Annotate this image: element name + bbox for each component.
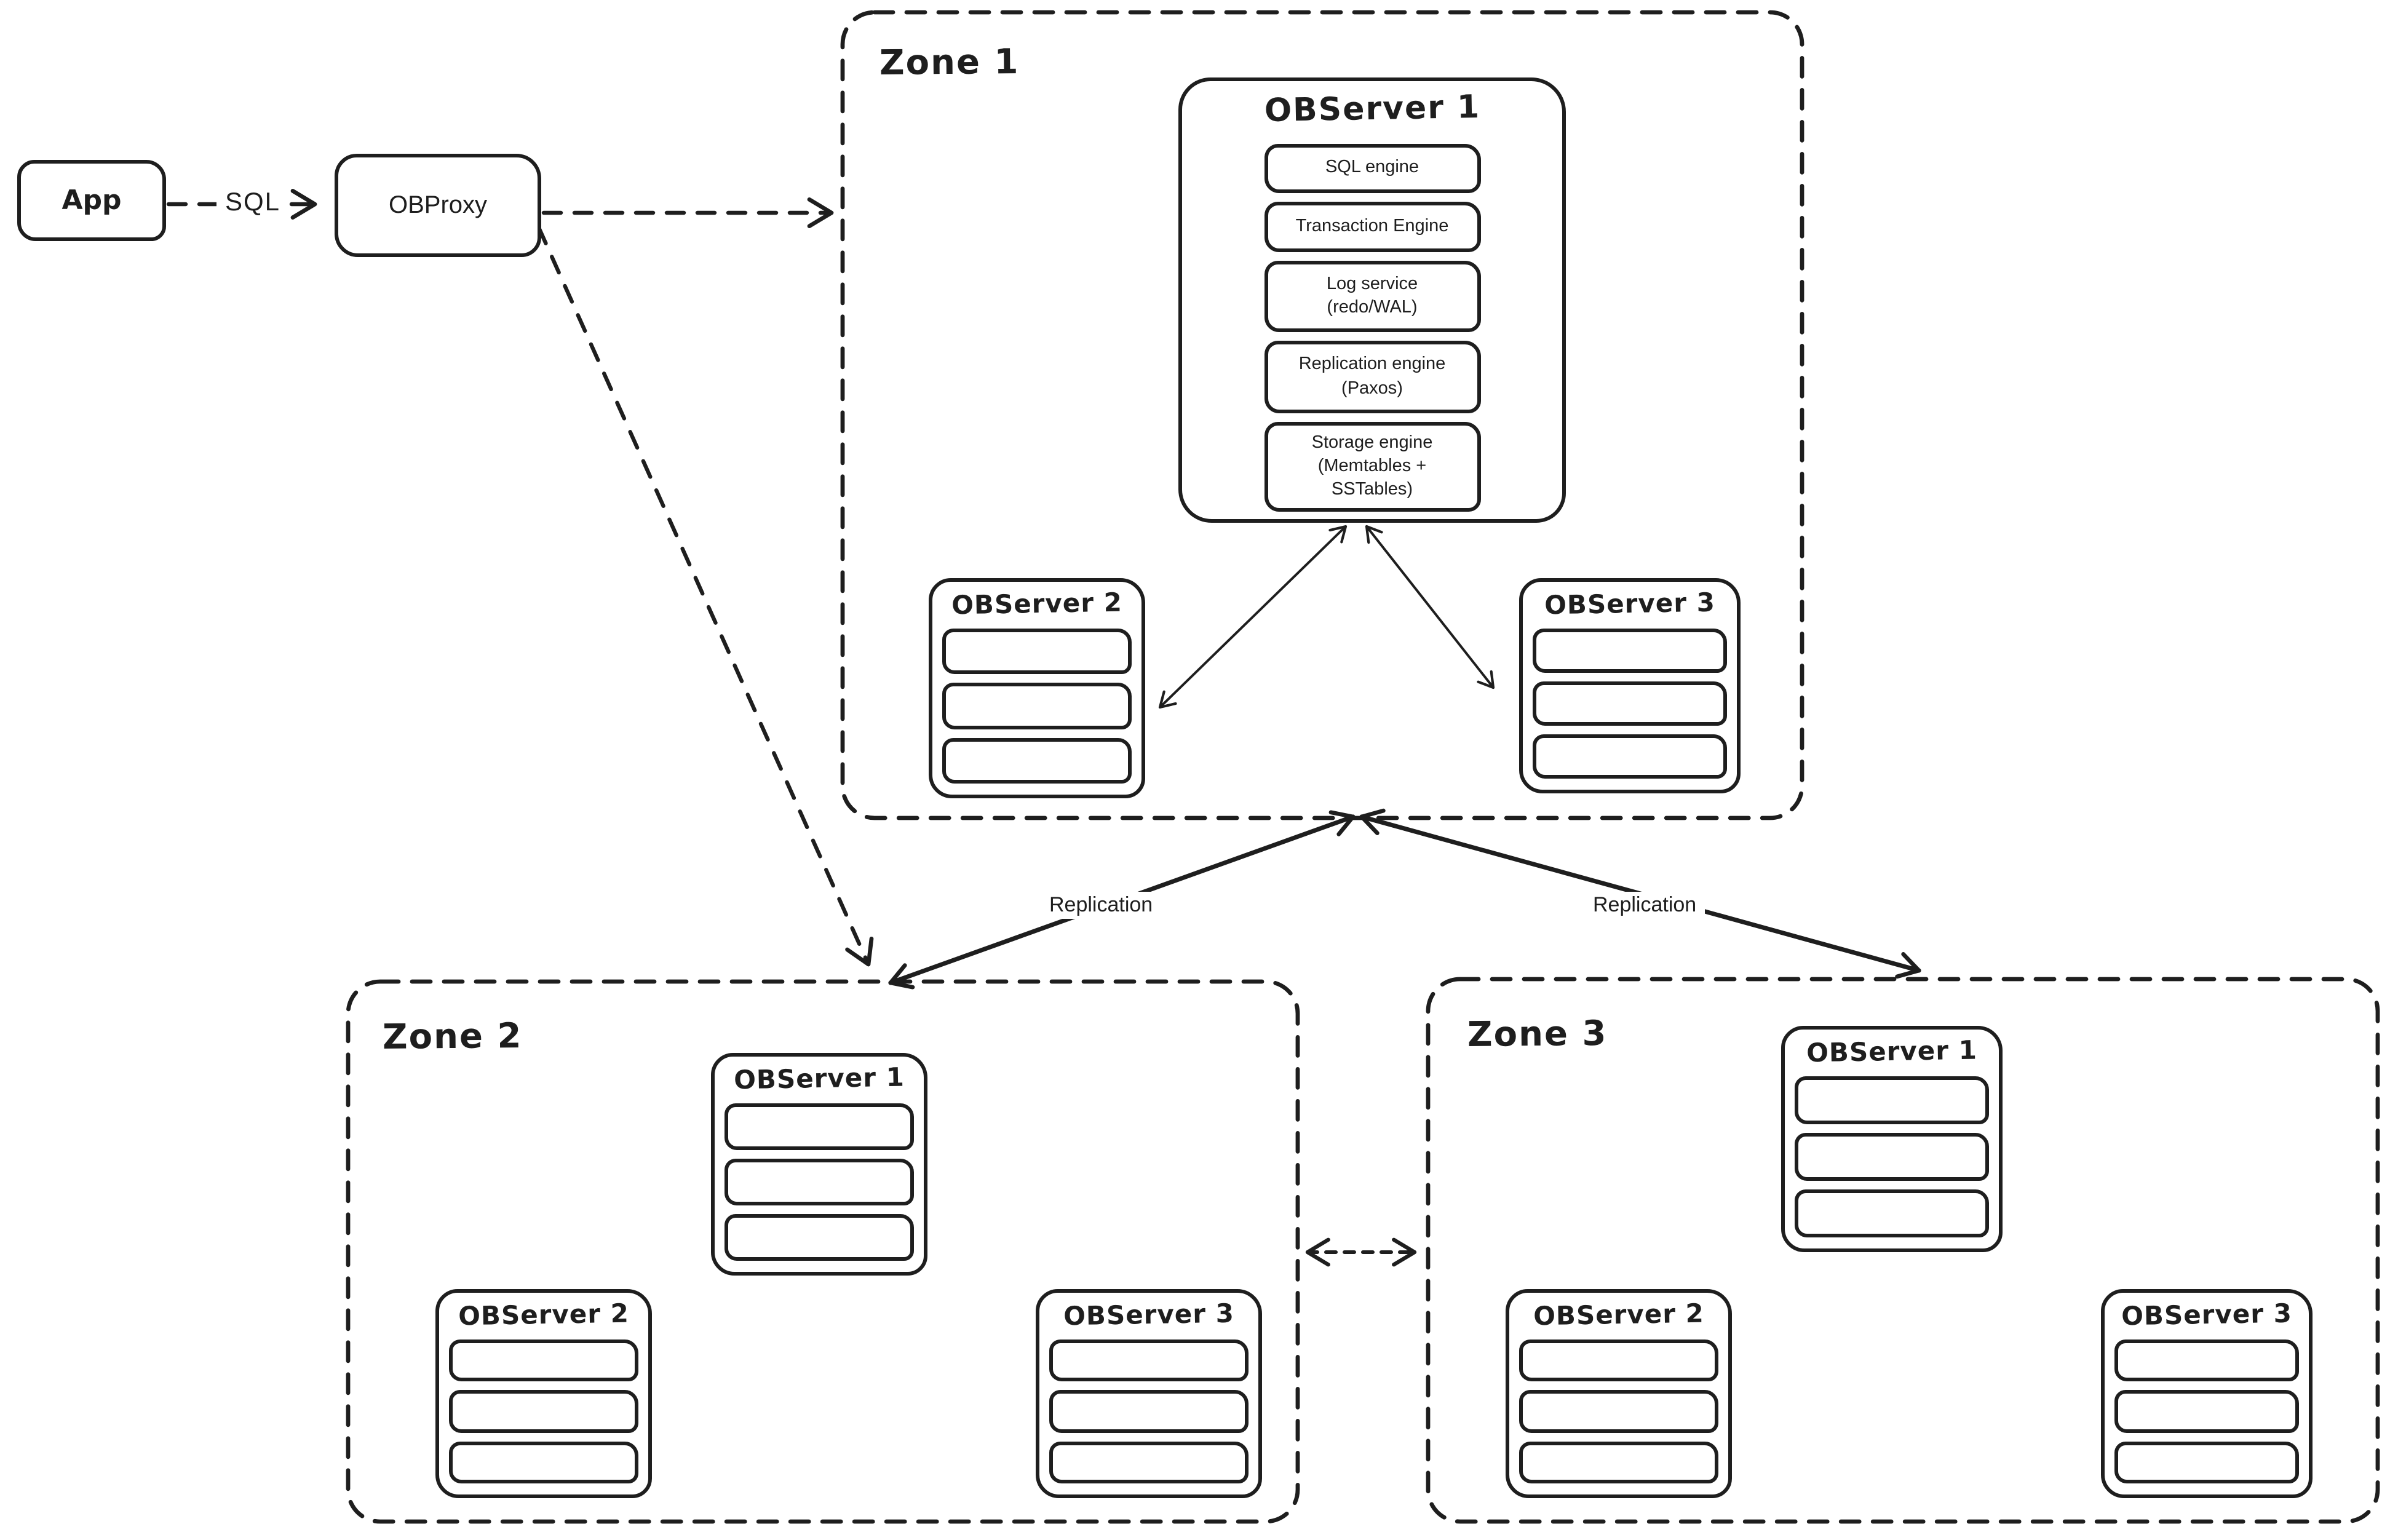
server-slot	[725, 1214, 914, 1261]
zone3-observer3-node: OBServer 3	[2101, 1289, 2313, 1498]
zone1-observer2-node: OBServer 2	[929, 578, 1145, 798]
server-slot	[2114, 1390, 2299, 1433]
transaction-engine-label: Transaction Engine	[1295, 216, 1449, 236]
server-slot	[1049, 1441, 1249, 1483]
transaction-engine-box: Transaction Engine	[1264, 202, 1480, 252]
replication-left-label: Replication	[1041, 892, 1162, 919]
sql-engine-label: SQL engine	[1325, 157, 1419, 178]
server-slot	[942, 629, 1132, 675]
sql-engine-box: SQL engine	[1264, 144, 1480, 193]
zone2-observer1-node: OBServer 1	[711, 1053, 927, 1276]
server-slot	[1795, 1133, 1989, 1181]
server-slot	[1049, 1390, 1249, 1433]
zone2-observer3-title: OBServer 3	[1063, 1298, 1235, 1332]
replication-right-label: Replication	[1584, 892, 1705, 919]
server-slot	[942, 683, 1132, 729]
server-slot	[449, 1340, 638, 1382]
obproxy-node: OBProxy	[335, 154, 541, 257]
server-slot	[449, 1390, 638, 1433]
log-service-box: Log service (redo/WAL)	[1264, 261, 1480, 332]
server-slot	[1533, 734, 1727, 779]
server-slot	[1533, 629, 1727, 673]
zone3-container: Zone 3 OBServer 1 OBServer 2 OBServer 3	[1428, 979, 2378, 1522]
server-slot	[725, 1103, 914, 1150]
zone2-observer2-node: OBServer 2	[435, 1289, 652, 1498]
zone1-label: Zone 1	[879, 41, 1020, 83]
zone2-observer1-title: OBServer 1	[733, 1062, 905, 1095]
zone1-observer3-node: OBServer 3	[1519, 578, 1741, 793]
zone3-observer2-node: OBServer 2	[1506, 1289, 1732, 1498]
app-label: App	[62, 185, 122, 216]
server-slot	[725, 1159, 914, 1205]
server-slot	[449, 1441, 638, 1483]
zone2-observer2-title: OBServer 2	[458, 1298, 630, 1332]
storage-engine-box: Storage engine (Memtables + SSTables)	[1264, 422, 1480, 512]
log-service-label: Log service (redo/WAL)	[1326, 274, 1418, 317]
server-slot	[942, 737, 1132, 784]
storage-engine-label: Storage engine (Memtables + SSTables)	[1311, 432, 1433, 500]
zone3-observer1-title: OBServer 1	[1806, 1035, 1978, 1068]
server-slot	[1795, 1189, 1989, 1237]
app-node: App	[17, 160, 166, 241]
server-slot	[1533, 681, 1727, 726]
server-slot	[2114, 1340, 2299, 1382]
zone2-observer3-node: OBServer 3	[1036, 1289, 1262, 1498]
zone2-label: Zone 2	[382, 1015, 523, 1057]
zone3-observer2-title: OBServer 2	[1533, 1298, 1705, 1332]
zone1-container: Zone 1 OBServer 1 SQL engine Transaction…	[843, 12, 1802, 818]
server-slot	[1795, 1076, 1989, 1124]
obproxy-zone2-arrow	[536, 225, 874, 967]
sql-edge-label: SQL	[216, 187, 290, 219]
replication-engine-box: Replication engine (Paxos)	[1264, 341, 1480, 413]
zone3-observer3-title: OBServer 3	[2121, 1298, 2293, 1332]
server-slot	[1519, 1390, 1718, 1433]
zone1-observer3-title: OBServer 3	[1544, 587, 1716, 621]
server-slot	[1049, 1340, 1249, 1382]
replication-engine-label: Replication engine (Paxos)	[1298, 354, 1446, 398]
server-slot	[1519, 1340, 1718, 1382]
zone2-container: Zone 2 OBServer 1 OBServer 2 OBServer 3	[348, 982, 1298, 1522]
zone1-observer2-title: OBServer 2	[951, 587, 1123, 621]
zone3-observer1-node: OBServer 1	[1781, 1026, 2003, 1252]
obproxy-label: OBProxy	[388, 191, 488, 218]
zone1-observer1-node: OBServer 1 SQL engine Transaction Engine…	[1178, 77, 1566, 523]
zone3-label: Zone 3	[1467, 1013, 1608, 1055]
server-slot	[2114, 1441, 2299, 1483]
server-slot	[1519, 1441, 1718, 1483]
zone1-observer1-title: OBServer 1	[1263, 89, 1481, 130]
